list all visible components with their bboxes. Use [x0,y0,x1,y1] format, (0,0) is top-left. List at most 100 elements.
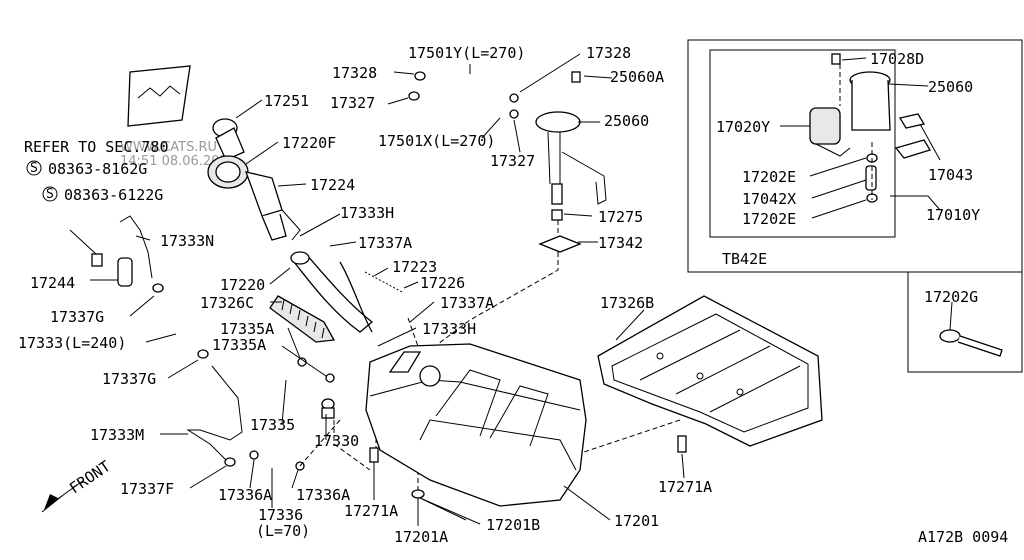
tank-protector-17326b [597,295,823,447]
label-17336a-right: 17336A [296,486,350,504]
watermark-time: 14:51 08.06.2021 [120,154,236,169]
label-inset-17202e-lower: 17202E [742,210,796,228]
label-refer-section: REFER TO SEC.780 [24,138,169,156]
filler-tube-17220 [290,251,374,333]
inset-pump-17020y [809,107,851,157]
label-17201b: 17201B [486,516,540,534]
svg-text:S: S [30,161,38,176]
bolt-17271a-left [369,447,379,463]
label-17333-l240: 17333(L=240) [18,334,126,352]
bolt-17271a-right [677,435,687,453]
label-17337g-upper: 17337G [50,308,104,326]
label-17223: 17223 [392,258,437,276]
bolt-symbol-08363-8162g: S [26,160,42,176]
clamp-17327-right [509,109,519,119]
clamp-17328-right [509,93,519,103]
gasket-17342 [538,235,582,253]
label-inset-17042x: 17042X [742,190,796,208]
front-arrow-icon [41,479,85,513]
label-17327-left: 17327 [330,94,375,112]
label-17271a-right: 17271A [658,478,712,496]
label-front: FRONT [66,457,114,497]
screw-25060a [571,71,581,83]
fuel-gauge-unit-25060 [535,111,607,205]
assembly-line-gauge [429,252,559,351]
label-17201a: 17201A [394,528,448,546]
label-17327-right: 17327 [490,152,535,170]
label-17330: 17330 [314,432,359,450]
label-inset-17202e-upper: 17202E [742,168,796,186]
clamp-17327-left [408,91,420,101]
breather-hose-17223 [339,261,373,333]
filler-lid-panel [127,65,191,127]
label-17328-right: 17328 [586,44,631,62]
pipe-17333m [186,365,243,461]
corrugated-hose-17326c [269,295,336,343]
figure-code: A172B 0094 [918,528,1008,546]
filler-cap-17251 [212,118,245,161]
clamp-17336a-left [249,450,259,460]
label-17501y: 17501Y(L=270) [408,44,525,62]
label-17333h-lower: 17333H [422,320,476,338]
label-17335: 17335 [250,416,295,434]
label-17336a-left: 17336A [218,486,272,504]
label-08363-6122g: 08363-6122G [64,186,163,204]
label-17333m: 17333M [90,426,144,444]
inset-gauge-25060 [849,71,891,131]
leader-lines [69,53,953,526]
label-25060a: 25060A [610,68,664,86]
label-17337a-lower: 17337A [440,294,494,312]
label-17333n: 17333N [160,232,214,250]
filler-hose-17224 [244,171,301,241]
label-engine-tb42e: TB42E [722,250,767,268]
bolt-17244 [91,253,103,267]
label-inset-17043: 17043 [928,166,973,184]
label-08363-8162g: 08363-8162G [48,160,147,178]
label-17275: 17275 [598,208,643,226]
label-17326b: 17326B [600,294,654,312]
inset-screw-17028d [831,53,841,65]
label-inset-17202g: 17202G [924,288,978,306]
label-inset-17020y: 17020Y [716,118,770,136]
label-17342: 17342 [598,234,643,252]
valve-17330 [321,398,335,419]
vent-tube-17333n [117,215,153,287]
inset-tb42e-frame [687,39,1023,273]
watermark-site: WWW.CATS.RU [120,140,217,155]
label-inset-25060: 25060 [928,78,973,96]
label-17326c: 17326C [200,294,254,312]
inset-tb42e-inner-frame [709,49,896,238]
label-17220f: 17220F [282,134,336,152]
label-17333h-upper: 17333H [340,204,394,222]
inset-bracket-17043 [894,113,931,159]
clamp-17335a-lower [325,373,335,383]
clamp-17337g-lower [197,349,209,359]
label-25060: 25060 [604,112,649,130]
spring-17226 [364,271,403,293]
inset-clip-frame [907,271,1023,373]
label-17244: 17244 [30,274,75,292]
label-17336: 17336 [258,506,303,524]
label-17337a-upper: 17337A [358,234,412,252]
label-17337g-lower: 17337G [102,370,156,388]
label-17271a-left: 17271A [344,502,398,520]
label-17337f: 17337F [120,480,174,498]
fuel-tank-17201 [365,343,587,507]
label-17336-length: (L=70) [256,522,310,540]
clamp-17202g [939,329,1003,357]
label-17335a-upper: 17335A [220,320,274,338]
label-17501x: 17501X(L=270) [378,132,495,150]
label-17224: 17224 [310,176,355,194]
clamp-17337f [224,457,236,467]
gasket-17275 [551,209,563,221]
svg-text:S: S [46,187,54,202]
bolt-symbol-08363-6122g: S [42,186,58,202]
clamp-17337g-upper [152,283,164,293]
label-17335a-lower: 17335A [212,336,266,354]
label-17226: 17226 [420,274,465,292]
filler-neck-17220f [207,155,249,189]
label-inset-17010y: 17010Y [926,206,980,224]
inset-filter-17042x [865,165,877,191]
